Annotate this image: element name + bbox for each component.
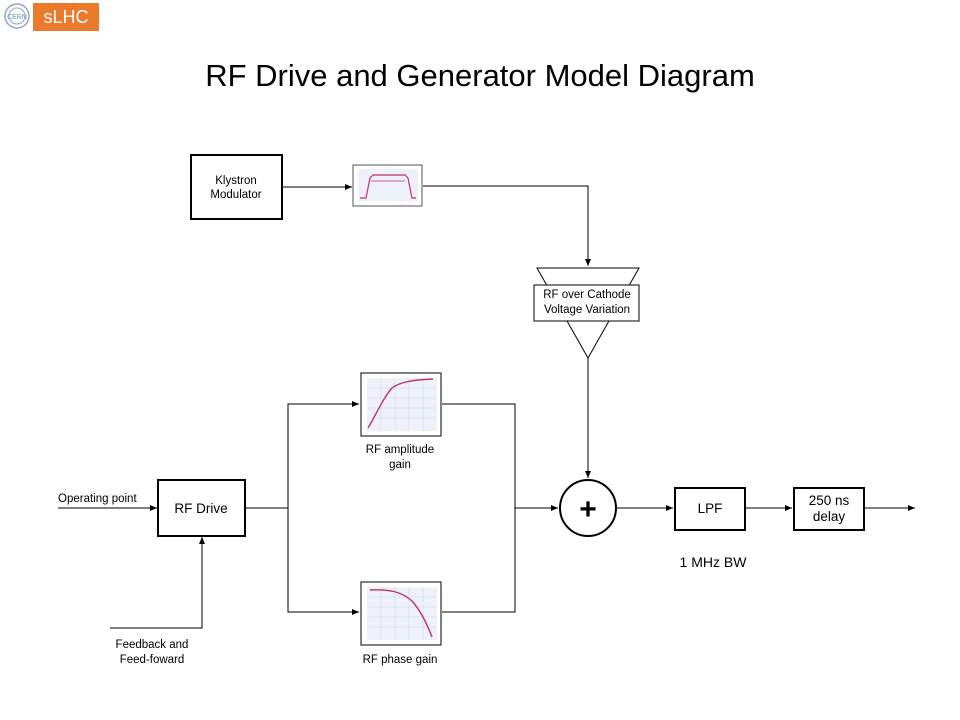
- rf-phase-gain-label: RF phase gain: [363, 654, 438, 666]
- slhc-logo: CERN sLHC: [0, 0, 100, 32]
- plus-icon: +: [579, 493, 597, 526]
- feedback-label-line2: Feed-foward: [120, 654, 185, 666]
- rf-drive-label: RF Drive: [174, 501, 227, 516]
- cern-logo-text: CERN: [7, 14, 27, 21]
- delay-label-line1: 250 ns: [809, 493, 850, 508]
- klystron-modulator-block: Klystron Modulator: [190, 154, 283, 220]
- rf-amplitude-gain-label-line1: RF amplitude: [366, 444, 434, 456]
- rf-drive-block: RF Drive: [157, 479, 246, 537]
- delay-block: 250 ns delay: [793, 487, 865, 531]
- lpf-block: LPF: [674, 487, 746, 531]
- bandwidth-label: 1 MHz BW: [680, 554, 748, 570]
- rf-cathode-label-line2: Voltage Variation: [544, 304, 630, 316]
- lpf-label: LPF: [698, 501, 723, 516]
- cern-logo-icon: CERN: [2, 2, 32, 30]
- delay-label-line2: delay: [813, 509, 846, 524]
- summing-junction: +: [559, 479, 617, 537]
- klystron-label-line1: Klystron: [215, 175, 257, 187]
- feedback-label-line1: Feedback and: [116, 639, 189, 651]
- rf-cathode-variation-block: RF over Cathode Voltage Variation: [533, 267, 640, 360]
- rf-amplitude-gain-plot: [360, 372, 442, 437]
- pulse-plot-thumbnail: [352, 164, 423, 207]
- rf-amplitude-gain-label-line2: gain: [389, 459, 411, 471]
- page-title: RF Drive and Generator Model Diagram: [205, 58, 755, 93]
- operating-point-label: Operating point: [58, 493, 137, 505]
- klystron-label-line2: Modulator: [210, 189, 261, 201]
- rf-phase-gain-plot: [360, 581, 442, 646]
- slhc-logo-text: sLHC: [33, 3, 99, 31]
- rf-cathode-label-line1: RF over Cathode: [543, 289, 631, 301]
- connection-wires: [58, 184, 915, 629]
